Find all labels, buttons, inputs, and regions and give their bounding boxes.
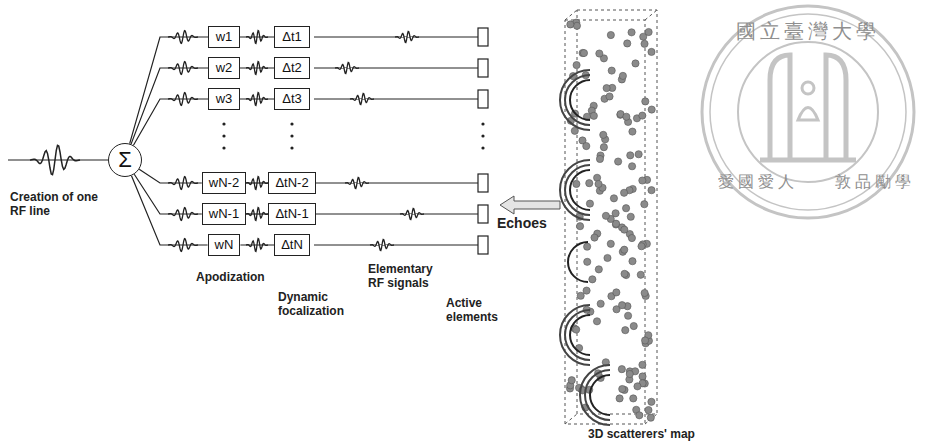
delay-box: Δt1 (274, 26, 310, 48)
active-element (478, 59, 488, 77)
annotation-label: Echoes (497, 216, 567, 230)
active-element (478, 236, 488, 254)
signal-wire (240, 98, 274, 99)
watermark-text: 國立臺灣大學 (736, 18, 880, 45)
node-text: Δt1 (282, 29, 302, 44)
annotation-label: Apodization (196, 270, 286, 284)
apodization-box: wN (208, 234, 241, 256)
signal-wire (240, 36, 274, 37)
node-text: Δt2 (282, 60, 302, 75)
watermark-text: 敦品勵學 (835, 172, 915, 193)
delay-box: ΔtN (274, 234, 310, 256)
annotation-label: Active elements (446, 296, 506, 324)
apodization-box: wN-2 (202, 172, 246, 194)
signal-wire (131, 68, 208, 144)
active-element (478, 205, 488, 223)
active-element (478, 28, 488, 46)
university-seal (702, 6, 914, 218)
apodization-box: w3 (208, 88, 240, 110)
delay-box: Δt3 (274, 88, 310, 110)
signal-wire (130, 37, 208, 144)
waveforms (8, 28, 488, 254)
node-text: w2 (216, 60, 233, 75)
node-text: w3 (216, 91, 233, 106)
signal-wire (133, 99, 208, 145)
active-element (478, 90, 488, 108)
apodization-box: w1 (208, 26, 240, 48)
rf-line-waveform (30, 145, 80, 174)
summation-circle: Σ (108, 143, 142, 177)
watermark-text: 愛國愛人 (718, 172, 798, 193)
active-element (478, 174, 488, 192)
apodization-box: wN-1 (202, 203, 246, 225)
node-text: Σ (118, 147, 132, 173)
annotation-label: Dynamic focalization (278, 290, 358, 318)
node-text: w1 (216, 29, 233, 44)
node-text: wN-2 (209, 175, 239, 190)
delay-box: Δt2 (274, 57, 310, 79)
signal-wire (240, 244, 274, 245)
signal-wire (131, 176, 207, 245)
signal-wire (240, 67, 274, 68)
scatterer-volume (560, 10, 657, 425)
annotation-label: Elementary RF signals (368, 262, 440, 290)
node-text: ΔtN-1 (275, 206, 308, 221)
node-text: ΔtN-2 (275, 175, 308, 190)
node-text: Δt3 (282, 91, 302, 106)
delay-box: ΔtN-1 (268, 203, 315, 225)
echo-arrow (500, 196, 560, 214)
signal-wire (246, 182, 268, 183)
node-text: wN-1 (209, 206, 239, 221)
node-text: wN (215, 237, 234, 252)
node-text: ΔtN (281, 237, 303, 252)
delay-box: ΔtN-2 (268, 172, 315, 194)
signal-wire (139, 169, 202, 183)
apodization-box: w2 (208, 57, 240, 79)
annotation-label: Creation of one RF line (10, 190, 105, 218)
signal-wire (246, 213, 268, 214)
annotation-label: 3D scatterers' map (588, 427, 708, 441)
